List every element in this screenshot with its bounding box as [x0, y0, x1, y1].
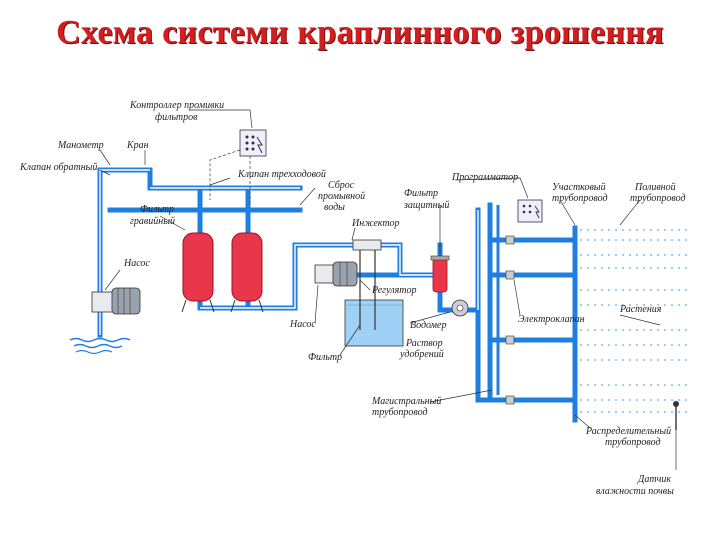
label-check-valve: Клапан обратный — [19, 162, 97, 173]
leader-lines — [99, 109, 661, 429]
soil-moisture-sensor — [673, 401, 679, 470]
label-regulator: Регулятор — [371, 285, 417, 296]
label-manometer: Манометр — [57, 140, 104, 151]
programmer-box — [517, 199, 543, 223]
injector — [352, 239, 382, 251]
label-controller-2: фильтров — [155, 112, 198, 123]
label-sensor-2: влажности почвы — [596, 486, 674, 497]
label-solution-1: Раствор — [405, 338, 443, 349]
label-water-meter: Водомер — [410, 320, 446, 331]
label-filter-bottom: Фильтр — [308, 352, 342, 363]
label-sensor-1: Датчик — [637, 474, 671, 485]
label-pump-2: Насос — [289, 319, 316, 330]
drip-lines — [580, 229, 690, 413]
label-prot-filter-2: защитный — [403, 200, 449, 211]
label-irrig-pipe-1: Поливной — [634, 182, 676, 193]
label-main-pipe-2: трубопровод — [372, 407, 428, 418]
gravel-filter-tanks — [181, 232, 264, 313]
pump-left — [91, 287, 141, 315]
label-three-way: Клапан трехходовой — [237, 169, 326, 180]
label-injector: Инжектор — [351, 218, 400, 229]
label-section-pipe-2: трубопровод — [552, 193, 608, 204]
label-gravel-1: Фильтр — [140, 204, 174, 215]
label-dist-pipe-1: Распределительный — [585, 426, 671, 437]
water-source — [69, 337, 131, 355]
label-main-pipe-1: Магистральный — [371, 396, 441, 407]
label-controller: Контроллер промивки — [129, 100, 224, 111]
branch-lines — [487, 225, 578, 423]
pump-right — [314, 261, 358, 287]
label-pump-1: Насос — [123, 258, 150, 269]
label-irrig-pipe-2: трубопровод — [630, 193, 686, 204]
main-distribution-pipe — [475, 202, 503, 403]
label-programmer: Программатор — [451, 172, 518, 183]
label-flush-1: Сброс — [328, 180, 355, 191]
protective-filter — [430, 255, 450, 293]
label-dist-pipe-2: трубопровод — [605, 437, 661, 448]
label-section-pipe-1: Участковый — [552, 182, 606, 193]
label-gravel-2: гравийный — [130, 216, 175, 227]
label-plants: Растения — [619, 304, 662, 315]
water-meter — [451, 299, 469, 317]
label-flush-2: промывной — [318, 191, 365, 202]
page-title: Схема системи краплинного зрошення — [56, 14, 664, 51]
label-solenoid: Электроклапан — [518, 314, 585, 325]
label-flush-3: воды — [324, 202, 345, 213]
fertilizer-tank — [344, 250, 404, 347]
labels: Контроллер промивки фильтров Манометр Кр… — [19, 100, 686, 497]
label-tap: Кран — [126, 140, 149, 151]
label-solution-2: удобрений — [399, 349, 444, 360]
label-prot-filter-1: Фильтр — [404, 188, 438, 199]
controller-box — [209, 129, 267, 205]
